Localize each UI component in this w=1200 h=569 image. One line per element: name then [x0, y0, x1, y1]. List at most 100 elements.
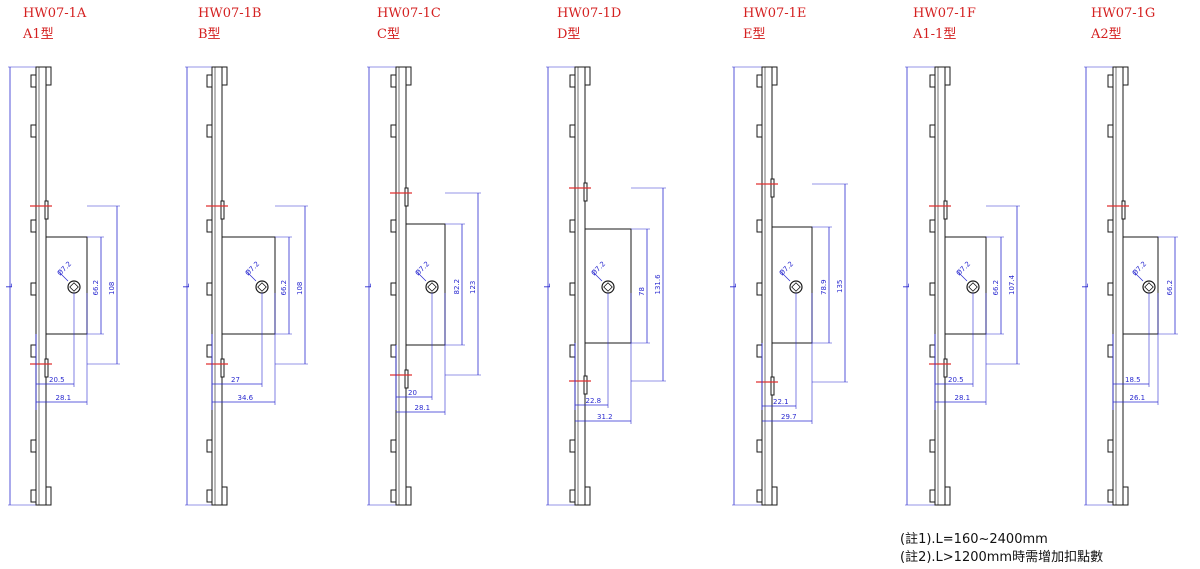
height-label: 78.9	[820, 279, 828, 295]
strip-tab	[756, 489, 763, 503]
strip-tab	[929, 282, 936, 296]
lock-strip	[1112, 66, 1124, 506]
strip-tab	[1107, 124, 1114, 138]
strip-tab	[30, 124, 37, 138]
hook-tab	[220, 200, 225, 220]
height-label: 108	[108, 282, 116, 295]
diameter-label: Ø7.2	[590, 260, 607, 277]
strip-end-cap	[405, 486, 412, 506]
hook-tab	[44, 358, 49, 378]
diameter-leader	[415, 270, 427, 282]
lock-drawing-7: LØ7.266.218.526.1	[1081, 66, 1178, 506]
hook-tab	[583, 182, 588, 202]
diameter-leader	[779, 270, 791, 282]
diameter-leader	[956, 270, 968, 282]
offset-label: 20.5	[49, 376, 65, 384]
strip-tab	[206, 219, 213, 233]
lock-strip	[395, 66, 407, 506]
model-type: B型	[198, 27, 221, 42]
notes: (註1).L=160~2400mm (註2).L>1200mm時需增加扣點數	[900, 531, 1103, 567]
strip-end-cap	[771, 486, 778, 506]
model-code: HW07-1C	[377, 6, 441, 21]
diameter-label: Ø7.2	[1131, 260, 1148, 277]
model-code: HW07-1F	[913, 6, 976, 21]
diameter-label: Ø7.2	[955, 260, 972, 277]
strip-tab	[929, 124, 936, 138]
strip-tab	[390, 282, 397, 296]
strip-end-cap	[221, 66, 228, 86]
hook-tab	[404, 369, 409, 389]
hook-tab	[404, 187, 409, 207]
length-label: L	[902, 283, 911, 288]
drawing-title-6: HW07-1F A1-1型	[913, 6, 976, 43]
strip-tab	[30, 489, 37, 503]
height-label: 66.2	[992, 280, 1000, 296]
model-type: A2型	[1091, 27, 1122, 42]
length-label: L	[182, 283, 191, 288]
strip-tab	[569, 439, 576, 453]
length-label: L	[5, 283, 14, 288]
strip-end-cap	[221, 486, 228, 506]
strip-tab	[756, 124, 763, 138]
offset-label: 22.1	[773, 398, 789, 406]
model-type: A1-1型	[913, 27, 957, 42]
strip-tab	[390, 219, 397, 233]
strip-end-cap	[1122, 66, 1129, 86]
strip-end-cap	[584, 66, 591, 86]
strip-tab	[206, 439, 213, 453]
offset-label: 20.5	[948, 376, 964, 384]
spindle-square	[69, 282, 79, 292]
model-code: HW07-1A	[23, 6, 87, 21]
spindle-square	[603, 282, 613, 292]
model-code: HW07-1D	[557, 6, 622, 21]
strip-tab	[929, 344, 936, 358]
strip-tab	[390, 344, 397, 358]
strip-tab	[569, 489, 576, 503]
drawing-title-1: HW07-1A A1型	[23, 6, 86, 43]
drawing-title-4: HW07-1D D型	[557, 6, 621, 43]
height-label: 107.4	[1008, 274, 1016, 295]
spindle-square	[1144, 282, 1154, 292]
height-label: 78	[638, 287, 646, 296]
spindle-square	[257, 282, 267, 292]
hook-tab	[943, 358, 948, 378]
hook-tab	[770, 376, 775, 396]
lock-strip	[574, 66, 586, 506]
strip-tab	[569, 219, 576, 233]
length-label: L	[364, 283, 373, 288]
diameter-leader	[1132, 270, 1144, 282]
strip-tab	[30, 219, 37, 233]
strip-tab	[390, 74, 397, 88]
diameter-label: Ø7.2	[244, 260, 261, 277]
strip-tab	[206, 124, 213, 138]
drawing-title-3: HW07-1C C型	[377, 6, 441, 43]
drawing-title-7: HW07-1G A2型	[1091, 6, 1155, 43]
offset-label: 31.2	[597, 413, 613, 421]
strip-tab	[756, 219, 763, 233]
offset-label: 28.1	[955, 394, 971, 402]
strip-tab	[390, 489, 397, 503]
spindle-square	[427, 282, 437, 292]
strip-tab	[756, 74, 763, 88]
offset-label: 28.1	[56, 394, 72, 402]
height-label: 82.2	[453, 279, 461, 295]
note-1: (註1).L=160~2400mm	[900, 532, 1048, 547]
strip-tab	[206, 344, 213, 358]
strip-tab	[1107, 219, 1114, 233]
strip-tab	[1107, 489, 1114, 503]
strip-end-cap	[1122, 486, 1129, 506]
height-label: 66.2	[1166, 280, 1174, 296]
strip-tab	[1107, 74, 1114, 88]
lock-strip	[934, 66, 946, 506]
gearbox-flange	[406, 223, 446, 346]
strip-tab	[1107, 282, 1114, 296]
model-type: D型	[557, 27, 581, 42]
offset-label: 34.6	[238, 394, 254, 402]
strip-tab	[390, 439, 397, 453]
length-label: L	[729, 283, 738, 288]
diameter-leader	[245, 270, 257, 282]
strip-tab	[206, 489, 213, 503]
